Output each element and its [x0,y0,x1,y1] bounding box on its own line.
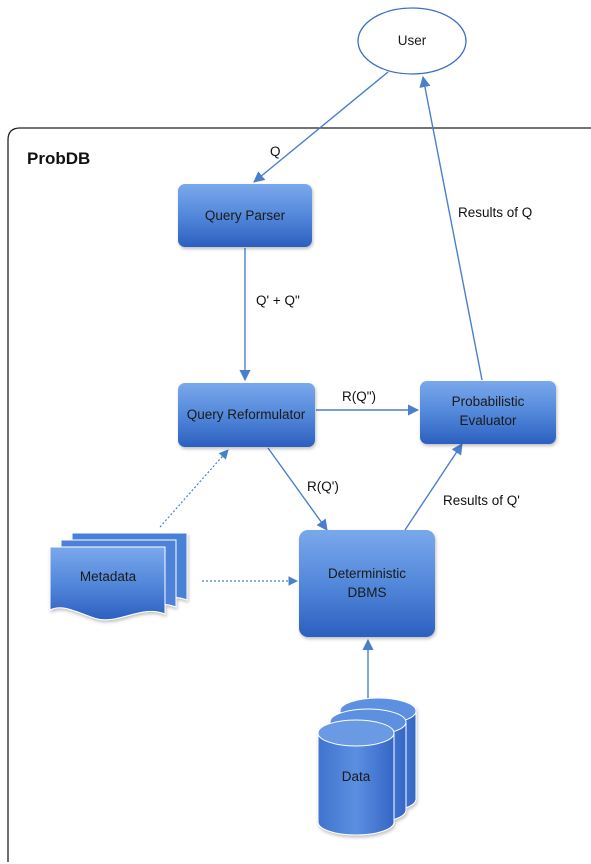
metadata-shape [49,532,188,621]
arrow-dbms-to-evaluator [404,443,463,531]
user-label: User [398,33,427,48]
label-reformulator-to-dbms: R(Q') [307,479,339,494]
label-user-to-parser: Q [270,144,281,159]
user-node [357,7,467,75]
deterministic-dbms-label-line1: Deterministic [328,566,406,581]
query-reformulator-label: Query Reformulator [187,407,306,422]
probabilistic-evaluator-label-line2: Evaluator [459,413,517,428]
data-label: Data [342,769,371,784]
query-parser-label: Query Parser [205,208,286,223]
query-parser-box [178,184,312,247]
label-evaluator-to-user: Results of Q [458,205,532,220]
deterministic-dbms-box [299,530,435,637]
probabilistic-evaluator-label-line1: Probabilistic [452,394,525,409]
probdb-container [7,127,591,862]
metadata-label: Metadata [80,569,137,584]
label-dbms-to-evaluator: Results of Q' [443,493,520,508]
query-reformulator-box [178,383,315,447]
probabilistic-evaluator-box [420,381,556,444]
deterministic-dbms-label-line2: DBMS [347,585,386,600]
container-title: ProbDB [27,149,90,168]
arrow-evaluator-to-user [419,75,483,381]
data-cylinders [317,697,417,836]
arrow-user-to-parser [253,71,389,183]
label-parser-to-reformulator: Q' + Q" [256,293,300,308]
arrow-metadata-to-reformulator [159,449,229,528]
arrow-reformulator-to-dbms [267,447,328,531]
label-reformulator-to-evaluator: R(Q") [342,389,376,404]
